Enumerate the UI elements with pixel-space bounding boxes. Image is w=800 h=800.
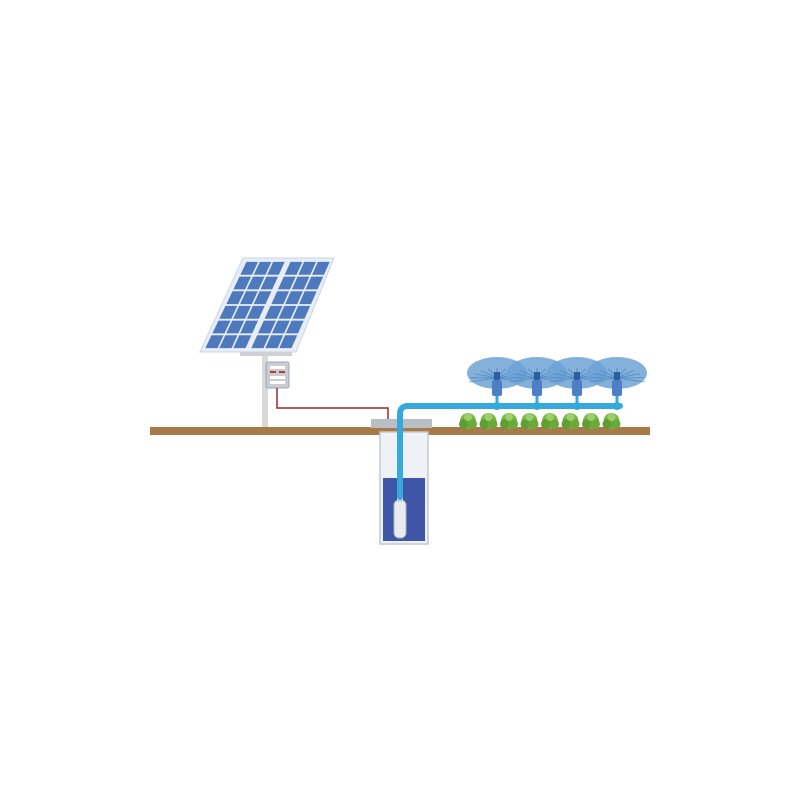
power-wire xyxy=(276,388,389,508)
pump-icon xyxy=(393,495,407,539)
crop-icon xyxy=(459,413,477,429)
panel-cells-right xyxy=(251,261,330,349)
solar-cell xyxy=(253,291,272,305)
solar-cell xyxy=(246,305,265,319)
crop-icon xyxy=(582,413,600,429)
solar-cell xyxy=(219,305,238,319)
pipe-icon xyxy=(397,403,623,500)
solar-cell xyxy=(279,335,298,349)
solar-cell xyxy=(284,261,303,275)
solar-cell xyxy=(219,335,238,349)
solar-cell xyxy=(205,335,224,349)
crop-icon xyxy=(479,413,498,429)
solar-cell xyxy=(292,305,311,319)
solar-cell xyxy=(233,305,252,319)
panel-crossbar xyxy=(240,352,292,356)
solar-panel-icon xyxy=(199,257,335,353)
solar-cell xyxy=(285,291,303,305)
solar-cell xyxy=(233,335,252,349)
solar-cell xyxy=(267,261,285,275)
panel-pole xyxy=(262,350,268,430)
solar-cell xyxy=(226,291,245,305)
solar-cell xyxy=(278,305,297,319)
crop-row xyxy=(459,413,621,429)
solar-cell xyxy=(240,261,259,275)
sprinkler-icon xyxy=(587,357,647,410)
solar-cell xyxy=(226,320,245,334)
solar-cell xyxy=(298,291,317,305)
crop-icon xyxy=(602,413,621,429)
sprinkler-group xyxy=(467,357,647,410)
crop-icon xyxy=(500,413,518,429)
solar-cell xyxy=(264,305,283,319)
crop-icon xyxy=(520,413,539,429)
solar-cell xyxy=(298,261,317,275)
solar-cell xyxy=(239,291,258,305)
solar-cell xyxy=(265,335,284,349)
solar-cell xyxy=(305,276,324,290)
solar-cell xyxy=(271,291,290,305)
solar-cell xyxy=(312,261,330,275)
solar-cell xyxy=(212,320,231,334)
solar-cell xyxy=(291,276,310,290)
controller-box-icon xyxy=(265,361,290,389)
crop-icon xyxy=(561,413,580,429)
solar-cell xyxy=(271,320,290,334)
solar-cell xyxy=(257,320,276,334)
solar-cell xyxy=(233,276,252,290)
solar-cell xyxy=(285,320,304,334)
crop-icon xyxy=(541,413,559,429)
solar-cell xyxy=(251,335,270,349)
solar-cell xyxy=(253,261,272,275)
solar-cell xyxy=(277,276,296,290)
solar-cell xyxy=(246,276,265,290)
panel-cells-left xyxy=(205,261,285,349)
solar-cell xyxy=(240,320,259,334)
solar-cell xyxy=(260,276,279,290)
